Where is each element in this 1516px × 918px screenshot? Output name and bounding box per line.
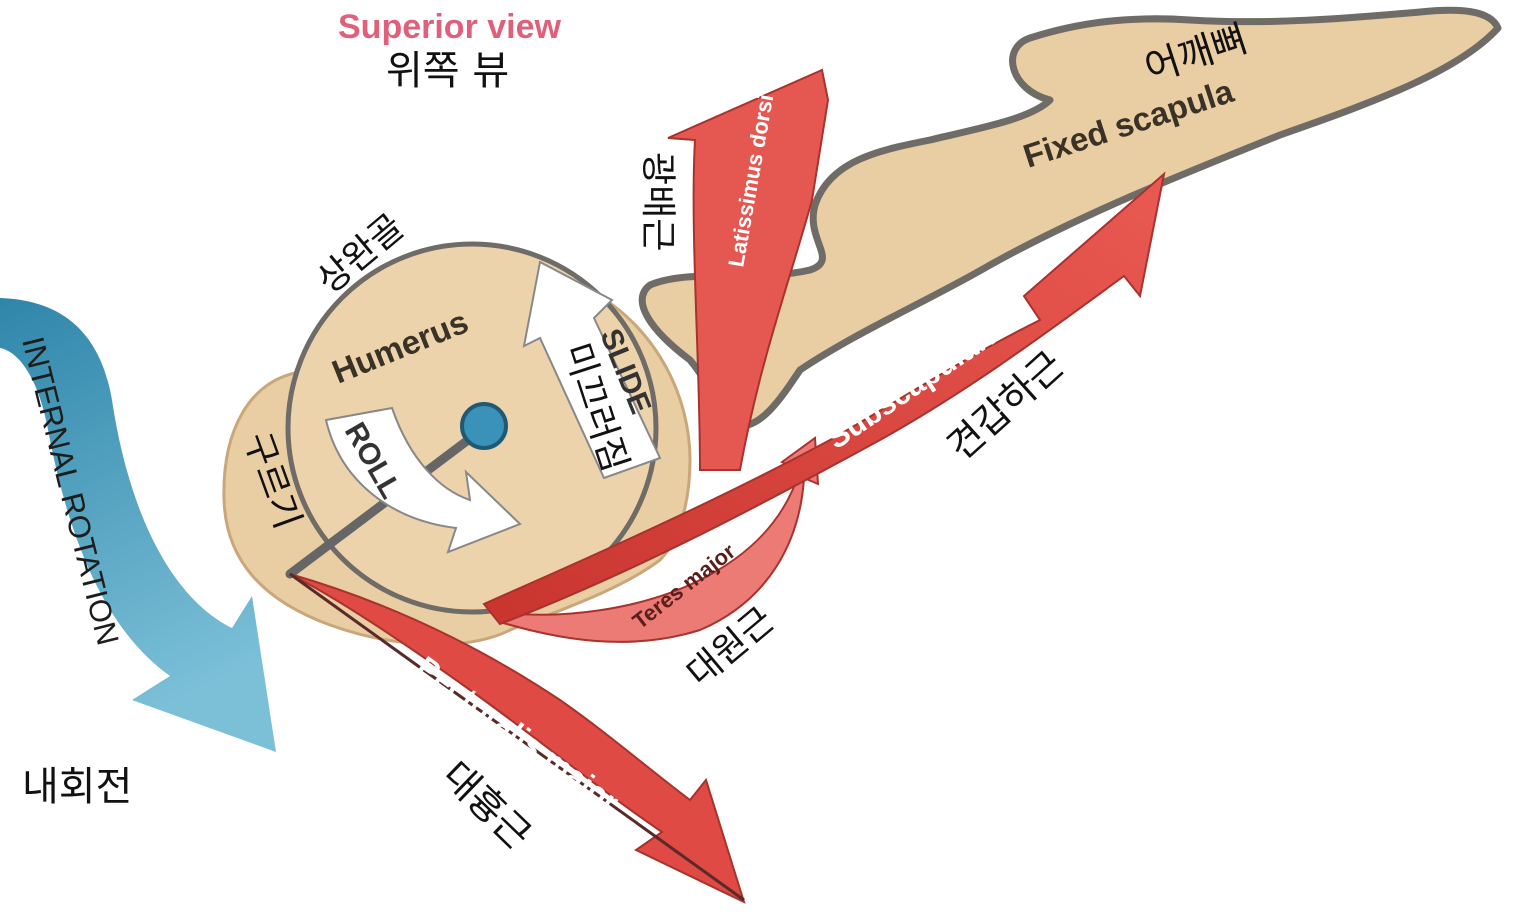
latissimus-label-ko: 광배근 xyxy=(637,152,678,251)
pectoralis-label-ko: 대흉근 xyxy=(434,753,540,858)
title-en: Superior view xyxy=(338,8,562,46)
slide-arrow xyxy=(522,260,662,480)
internal-rotation-arrow xyxy=(0,298,276,752)
rotation-axis-dot xyxy=(460,402,508,450)
subscapularis-muscle xyxy=(482,171,1166,626)
rotation-label-ko: 내회전 xyxy=(22,764,132,810)
latissimus-dorsi-muscle xyxy=(667,68,830,471)
pectoralis-tendon-line xyxy=(289,572,745,902)
roll-arrow xyxy=(324,406,522,554)
title-ko: 위쪽 뷰 xyxy=(386,48,509,94)
teres-major-muscle xyxy=(499,436,820,643)
